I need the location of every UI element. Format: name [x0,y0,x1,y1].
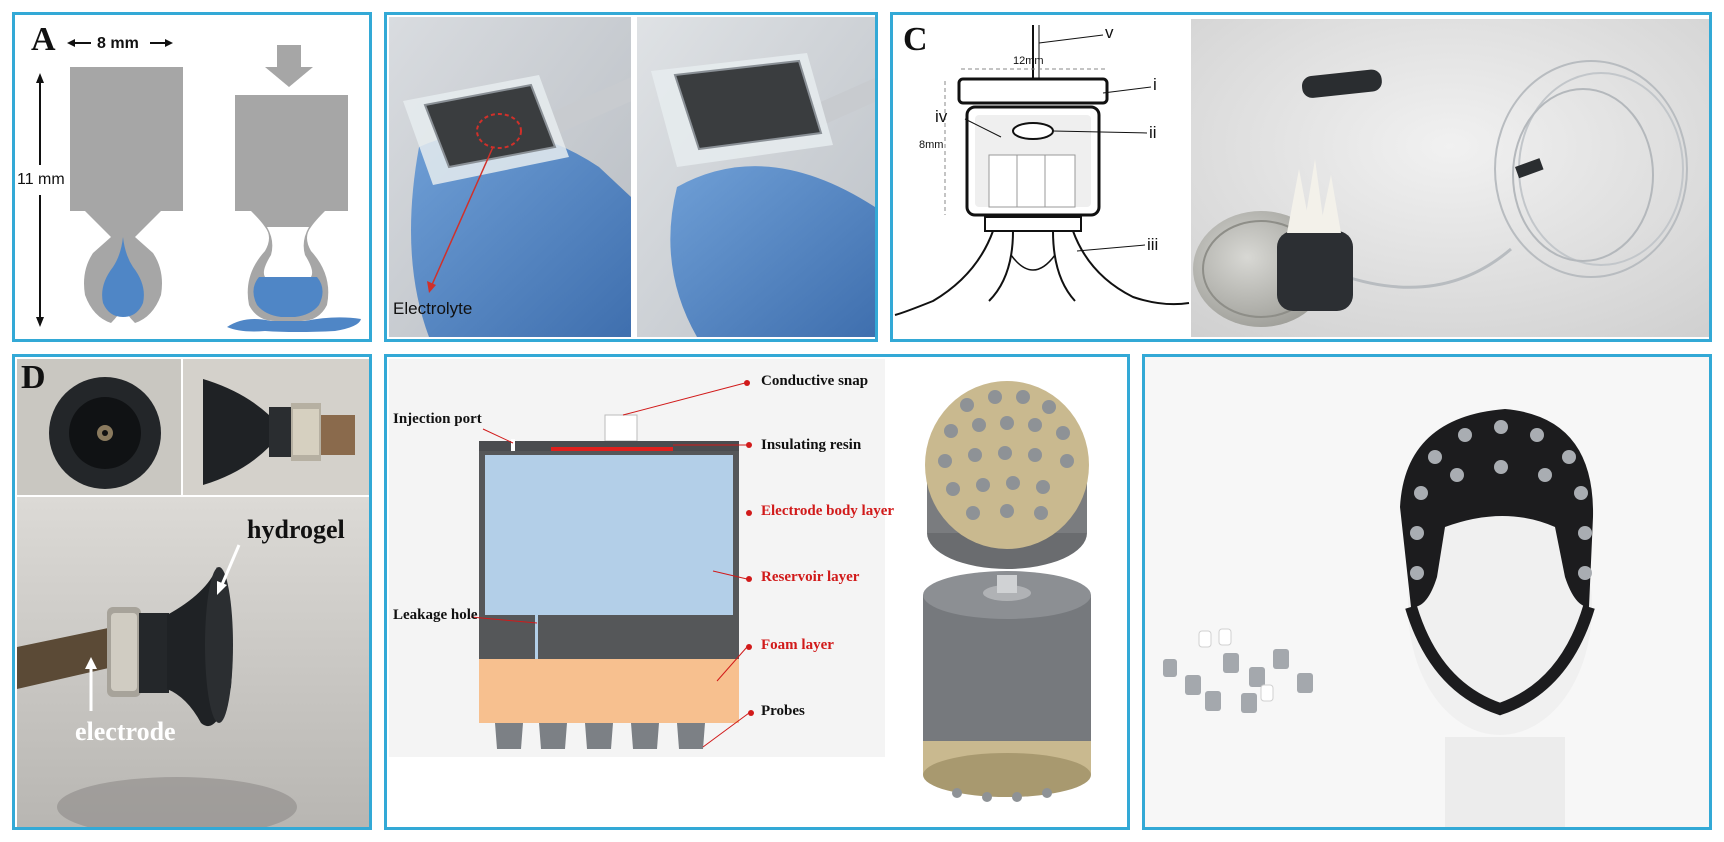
panel-a: A 8 mm 11 mm [12,12,372,342]
panel-a-letter: A [31,21,56,58]
panel-b: Electrolyte [384,12,878,342]
label-leakage-hole: Leakage hole [393,607,478,623]
dim-height: 8mm [919,139,944,151]
panel-e-cross-section [389,359,885,757]
panel-d: D hydrogel electrode [12,354,372,830]
hydrogel-label: hydrogel [247,515,345,544]
height-label: 11 mm [17,171,65,188]
panel-c-letter: C [903,21,928,58]
part-ii: ii [1149,123,1157,142]
label-reservoir-layer: Reservoir layer [761,569,860,585]
photo-cup-front [17,359,181,495]
panel-c-line-drawing [894,25,1190,316]
label-injection-port: Injection port [393,411,482,427]
photo-electrode-with-electrolyte [389,17,631,337]
part-v: v [1105,23,1114,42]
press-arrow [265,45,313,87]
electrolyte-label: Electrolyte [393,299,473,318]
right-gap [263,227,313,277]
part-iv: iv [935,107,948,126]
photo-sensor-with-coin [1191,19,1709,337]
label-insulating-resin: Insulating resin [761,437,862,453]
left-fluid [102,237,144,317]
panel-f: F [1142,354,1712,830]
part-iii: iii [1147,235,1159,254]
right-fluid [253,277,323,317]
right-electrode-body [235,95,348,321]
label-probes: Probes [761,703,805,719]
width-label: 8 mm [97,35,139,52]
panel-e: E Conductive snap Injecti [384,354,1130,830]
left-electrode-body [70,67,183,323]
right-fluid-spill [227,317,361,332]
photo-electrode-dry [637,17,875,337]
panel-c: C 12mm 8mm v i iv ii iii [890,12,1712,342]
photo-cup-side [183,359,369,495]
label-conductive-snap: Conductive snap [761,373,869,389]
panel-a-drawing [36,39,361,332]
photo-electrode-hydrogel [17,497,369,827]
part-i: i [1153,75,1157,94]
panel-e-3d-renders [923,381,1091,802]
photo-eeg-cap-on-mannequin [1145,357,1709,827]
electrode-label: electrode [75,717,176,746]
label-foam-layer: Foam layer [761,637,834,653]
dim-width: 12mm [1013,55,1044,67]
panel-d-letter: D [21,359,46,396]
label-electrode-body-layer: Electrode body layer [761,503,895,519]
